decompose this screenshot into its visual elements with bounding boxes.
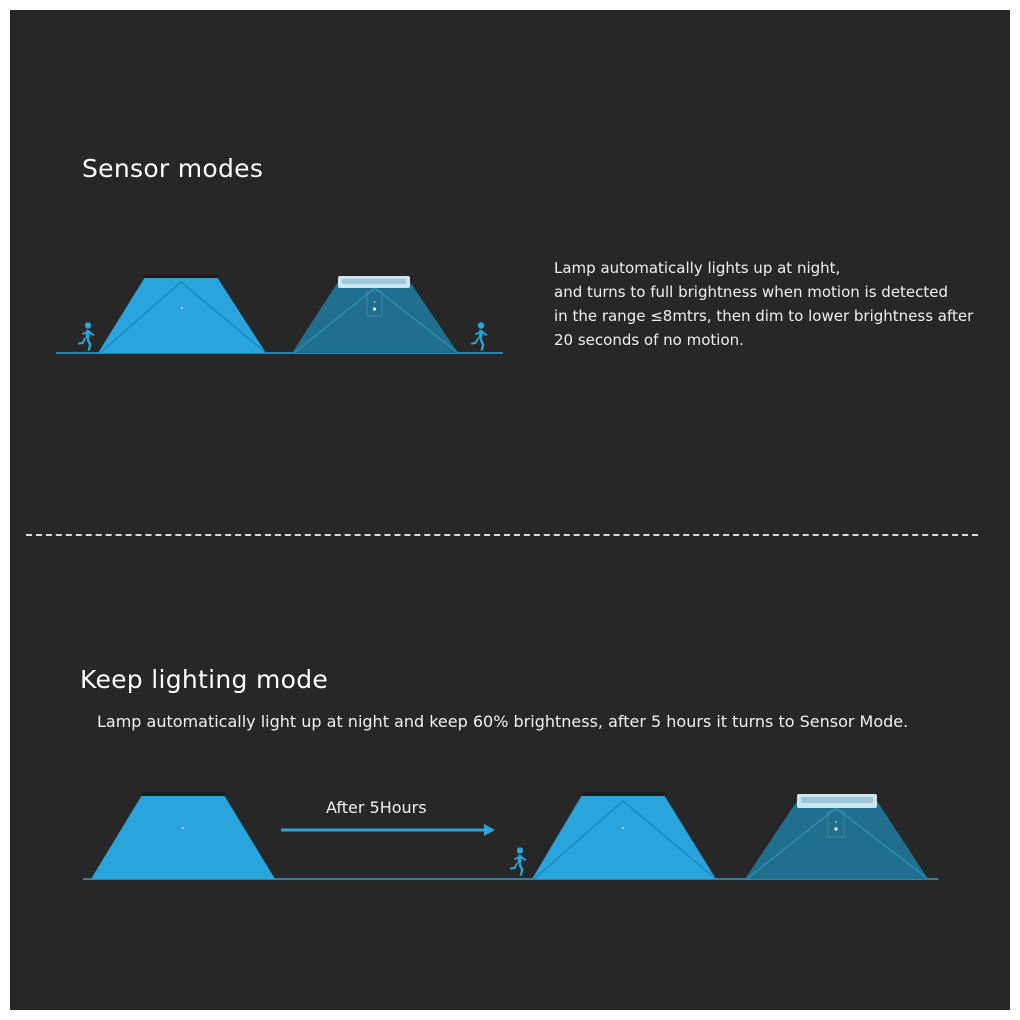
keep-lighting-description: Lamp automatically light up at night and… <box>97 712 909 731</box>
sensor-description-line-3: in the range ≤8mtrs, then dim to lower b… <box>554 307 974 325</box>
arrow-icon <box>281 824 495 836</box>
runner-icon-keep <box>510 847 527 876</box>
lamp-dim-keep <box>745 794 929 880</box>
lamp-bright-keep-1 <box>91 792 275 879</box>
lamp-bright-keep-2 <box>532 792 717 880</box>
runner-icon-left-sensor <box>78 322 95 351</box>
sensor-modes-title: Sensor modes <box>82 154 264 183</box>
sensor-description-line-2: and turns to full brightness when motion… <box>554 283 949 301</box>
after-5-hours-label: After 5Hours <box>326 798 427 817</box>
sensor-description-line-4: 20 seconds of no motion. <box>554 331 744 349</box>
section-divider <box>26 534 978 536</box>
lamp-dim-sensor <box>292 276 459 354</box>
runner-icon-right-sensor <box>471 322 488 351</box>
keep-lighting-title: Keep lighting mode <box>80 665 329 694</box>
sensor-modes-description: Lamp automatically lights up at night, a… <box>554 256 973 352</box>
lamp-bright-sensor <box>98 274 267 354</box>
sensor-description-line-1: Lamp automatically lights up at night, <box>554 259 841 277</box>
